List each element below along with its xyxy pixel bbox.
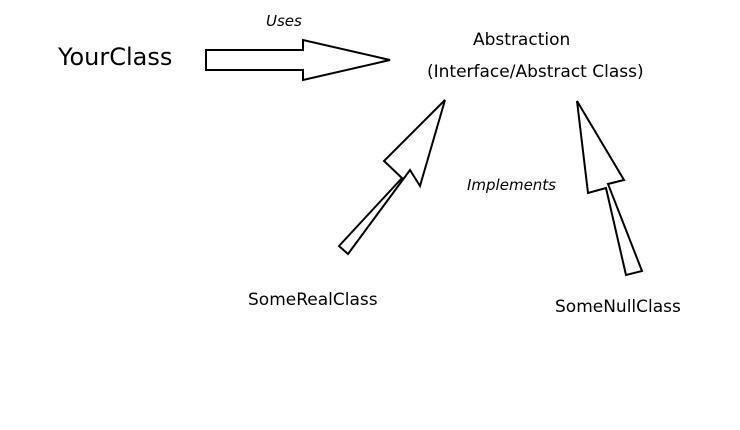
abstraction-sublabel: (Interface/Abstract Class) bbox=[427, 62, 644, 82]
implements-arrow-real bbox=[337, 99, 446, 256]
some-real-class-label: SomeRealClass bbox=[248, 290, 378, 310]
uses-arrow bbox=[205, 38, 391, 82]
implements-label: Implements bbox=[467, 176, 556, 194]
implements-arrow-null bbox=[576, 100, 644, 277]
your-class-label: YourClass bbox=[58, 43, 173, 71]
uses-label: Uses bbox=[266, 12, 302, 30]
some-null-class-label: SomeNullClass bbox=[555, 297, 681, 317]
abstraction-label: Abstraction bbox=[473, 30, 571, 50]
